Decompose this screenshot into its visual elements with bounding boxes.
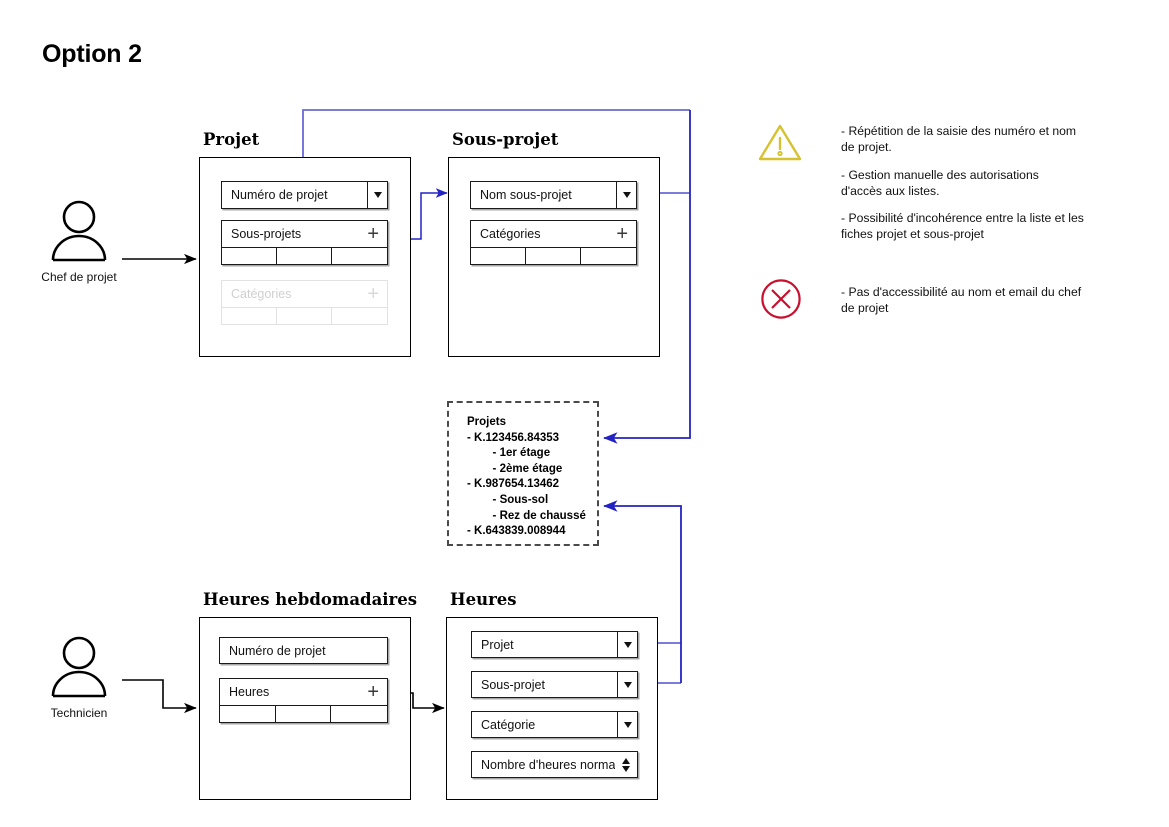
warning-triangle-icon [757,122,803,162]
person-icon [51,200,107,262]
actor-chef-de-projet [46,200,112,280]
projects-list-box: Projets - K.123456.84353 - 1er étage - 2… [447,401,599,546]
chevron-down-icon[interactable] [617,712,637,737]
grid-cell[interactable] [332,248,387,264]
field-numero-de-projet-hebdo[interactable]: Numéro de projet [219,637,388,664]
field-nom-sous-projet-label: Nom sous-projet [480,188,572,202]
grid-cell[interactable] [277,248,333,264]
chevron-down-icon[interactable] [616,182,636,208]
grid-categories-label: Catégories [480,227,541,241]
projects-list-text: Projets - K.123456.84353 - 1er étage - 2… [467,416,586,538]
note-warning-item-1: - Répétition de la saisie des numéro et … [841,124,1077,154]
error-circle-x-icon [760,278,802,320]
grid-cell[interactable] [526,248,582,264]
grid-cell [277,308,333,324]
plus-icon[interactable]: + [616,223,628,245]
field-numero-de-projet-label: Numéro de projet [231,188,328,202]
field-nombre-heures-normales[interactable]: Nombre d'heures normales [471,751,638,778]
note-error-item-1: - Pas d'accessibilité au nom et email du… [841,285,1082,315]
plus-icon[interactable]: + [367,223,379,245]
section-title-projet: Projet [203,130,260,149]
actor-technicien-label: Technicien [50,706,108,720]
person-icon [51,636,107,698]
field-categorie-label: Catégorie [481,717,536,732]
note-warning-item-2: - Gestion manuelle des autorisations d'a… [841,168,1039,198]
grid-categories-disabled-label: Catégories [231,287,292,301]
plus-icon: + [367,283,379,305]
grid-cell[interactable] [222,248,278,264]
grid-heures[interactable]: Heures + [219,678,388,723]
note-warning-item-3: - Possibilité d'incohérence entre la lis… [841,211,1084,241]
grid-categories-disabled: Catégories + [221,280,388,325]
grid-cell [222,308,278,324]
field-nom-sous-projet[interactable]: Nom sous-projet [470,181,637,209]
grid-sous-projets-label: Sous-projets [231,227,302,241]
chevron-down-icon[interactable] [617,672,637,697]
grid-cell[interactable] [471,248,527,264]
spinner-updown-icon[interactable] [615,752,637,777]
arrow-technicien-to-heures-hebdo [122,679,197,714]
field-sous-projet-label: Sous-projet [481,677,545,692]
chevron-down-icon[interactable] [367,182,387,208]
field-categorie[interactable]: Catégorie [471,711,638,738]
form-box-heures: Projet Sous-projet Catégorie Nombre d'he… [446,617,658,800]
section-title-heures: Heures [450,590,517,609]
field-projet-label: Projet [481,637,514,652]
section-title-sous-projet: Sous-projet [452,130,559,149]
grid-sous-projets[interactable]: Sous-projets + [221,220,388,265]
form-box-sous-projet: Nom sous-projet Catégories + [448,157,660,357]
section-title-heures-hebdomadaires: Heures hebdomadaires [203,590,418,609]
grid-cell [332,308,387,324]
grid-cell[interactable] [581,248,636,264]
form-box-heures-hebdomadaires: Numéro de projet Heures + [199,617,411,800]
chevron-down-icon[interactable] [617,632,637,657]
actor-chef-de-projet-label: Chef de projet [41,270,117,284]
field-sous-projet[interactable]: Sous-projet [471,671,638,698]
page-title: Option 2 [42,40,142,68]
field-projet[interactable]: Projet [471,631,638,658]
field-numero-de-projet[interactable]: Numéro de projet [221,181,388,209]
field-numero-de-projet-hebdo-label: Numéro de projet [229,643,326,658]
grid-cell[interactable] [220,706,276,722]
grid-heures-label: Heures [229,685,270,699]
actor-technicien [46,636,112,716]
plus-icon[interactable]: + [367,681,379,703]
grid-cell[interactable] [276,706,332,722]
field-nombre-heures-normales-label: Nombre d'heures normales [481,757,615,772]
grid-cell[interactable] [331,706,387,722]
form-box-projet: Numéro de projet Sous-projets + Catégori… [199,157,411,357]
grid-categories[interactable]: Catégories + [470,220,637,265]
